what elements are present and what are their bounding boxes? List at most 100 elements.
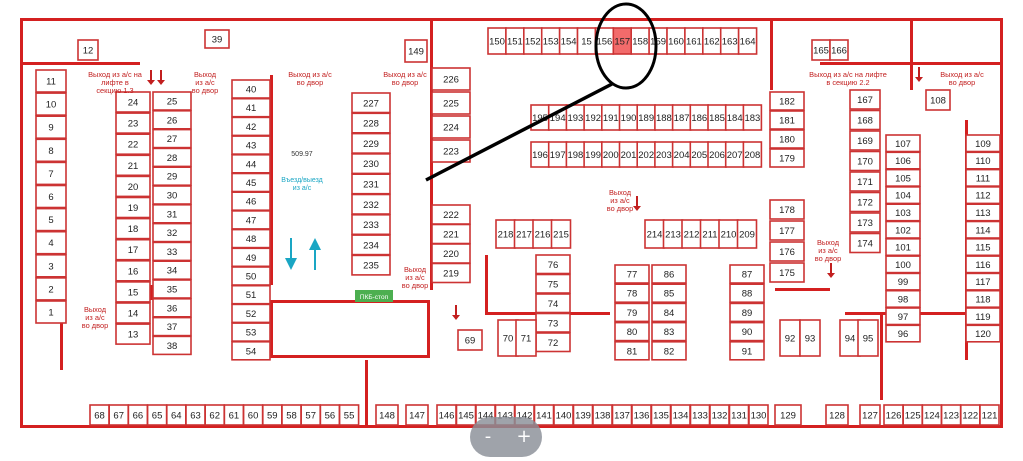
parking-lot[interactable]: 123 [940,404,962,426]
parking-lot[interactable]: 191 [600,104,621,131]
parking-lot[interactable]: 223 [431,139,471,163]
parking-lot[interactable]: 89 [729,302,765,323]
parking-lot[interactable]: 150 [487,27,507,55]
parking-lot[interactable]: 6 [35,184,67,209]
parking-lot[interactable]: 215 [550,219,572,249]
parking-lot[interactable]: 117 [965,272,1001,291]
zoom-in-button[interactable]: + [516,426,532,447]
parking-lot[interactable]: 206 [707,141,727,168]
parking-lot[interactable]: 231 [351,173,391,195]
parking-lot[interactable]: 95 [857,319,879,357]
parking-lot[interactable]: 166 [829,39,849,61]
parking-lot[interactable]: 182 [769,91,805,111]
parking-lot[interactable]: 113 [965,203,1001,222]
parking-lot[interactable]: 159 [648,27,668,55]
parking-lot[interactable]: 146 [436,404,457,426]
parking-lot[interactable]: 72 [535,332,571,353]
parking-lot[interactable]: 203 [654,141,674,168]
parking-lot[interactable]: 111 [965,168,1001,187]
parking-lot[interactable]: 55 [338,404,360,426]
parking-lot[interactable]: 234 [351,234,391,256]
parking-lot[interactable]: 169 [849,130,881,151]
parking-lot[interactable]: 29 [152,166,192,186]
parking-lot[interactable]: 34 [152,260,192,281]
parking-lot[interactable]: 130 [748,404,769,426]
parking-lot[interactable]: 178 [769,199,805,220]
parking-lot[interactable]: 128 [825,404,849,426]
parking-lot[interactable]: 81 [614,340,650,361]
parking-lot[interactable]: 10 [35,92,67,116]
parking-lot[interactable]: 56 [319,404,341,426]
parking-lot[interactable]: 208 [742,141,763,168]
parking-lot[interactable]: 135 [650,404,672,426]
parking-lot[interactable]: 18 [115,217,151,240]
parking-lot[interactable]: 187 [671,104,692,131]
parking-lot[interactable]: 227 [351,92,391,114]
parking-lot[interactable]: 53 [231,322,271,342]
parking-lot[interactable]: 39 [204,29,230,49]
parking-lot[interactable]: 207 [724,141,745,168]
parking-lot[interactable]: 20 [115,175,151,198]
parking-lot[interactable]: 31 [152,204,192,224]
parking-lot[interactable]: 190 [618,104,639,131]
parking-lot[interactable]: 52 [231,303,271,324]
parking-lot[interactable]: 79 [614,302,650,323]
zoom-out-button[interactable]: - [484,426,492,447]
parking-lot[interactable]: 165 [811,39,831,61]
parking-lot[interactable]: 75 [535,273,571,294]
parking-lot[interactable]: 140 [553,404,574,426]
parking-lot[interactable]: 235 [351,254,391,276]
parking-lot[interactable]: 38 [152,335,192,356]
parking-lot[interactable]: 63 [185,404,206,426]
parking-lot[interactable]: 5 [35,207,67,232]
parking-lot[interactable]: 61 [223,404,245,426]
parking-lot[interactable]: 185 [707,104,727,131]
parking-lot[interactable]: 199 [583,141,603,168]
parking-lot[interactable]: 121 [979,404,1000,426]
parking-lot[interactable]: 46 [231,191,271,211]
parking-lot[interactable]: 70 [497,319,519,357]
parking-lot[interactable]: 214 [644,219,665,249]
parking-lot[interactable]: 107 [885,134,921,153]
parking-lot[interactable]: 76 [535,254,571,275]
parking-lot[interactable]: 47 [231,210,271,230]
parking-lot[interactable]: 8 [35,138,67,163]
parking-lot[interactable]: 177 [769,220,805,241]
parking-lot[interactable]: 124 [921,404,943,426]
parking-lot[interactable]: 202 [636,141,657,168]
parking-lot[interactable]: 77 [614,264,650,284]
parking-lot[interactable]: 84 [651,302,687,323]
parking-lot[interactable]: 212 [681,219,702,249]
parking-lot[interactable]: 14 [115,302,151,324]
parking-lot[interactable]: 149 [404,39,428,63]
parking-lot[interactable]: 147 [405,404,429,426]
parking-lot[interactable]: 163 [719,27,740,55]
parking-lot[interactable]: 21 [115,154,151,177]
parking-lot[interactable]: 161 [684,27,704,55]
parking-lot[interactable]: 175 [769,262,805,283]
parking-lot[interactable]: 85 [651,283,687,304]
parking-lot[interactable]: 11 [35,69,67,93]
parking-lot[interactable]: 51 [231,284,271,305]
parking-lot[interactable]: 66 [127,404,149,426]
parking-lot[interactable]: 181 [769,110,805,130]
parking-lot[interactable]: 139 [572,404,594,426]
parking-lot[interactable]: 154 [558,27,579,55]
parking-lot[interactable]: 210 [718,219,739,249]
parking-lot[interactable]: 115 [965,238,1001,257]
parking-lot[interactable]: 44 [231,154,271,174]
parking-lot[interactable]: 232 [351,193,391,215]
parking-lot[interactable]: 28 [152,147,192,168]
parking-lot[interactable]: 118 [965,289,1001,309]
parking-lot[interactable]: 22 [115,133,151,155]
parking-lot[interactable]: 92 [779,319,801,357]
parking-lot[interactable]: 96 [885,324,921,343]
parking-lot[interactable]: 58 [281,404,302,426]
parking-lot[interactable]: 37 [152,316,192,337]
parking-lot[interactable]: 24 [115,91,151,113]
parking-lot[interactable]: 78 [614,283,650,304]
parking-lot[interactable]: 69 [457,329,483,351]
parking-lot[interactable]: 40 [231,79,271,99]
parking-lot[interactable]: 186 [689,104,710,131]
parking-lot[interactable]: 80 [614,321,650,342]
